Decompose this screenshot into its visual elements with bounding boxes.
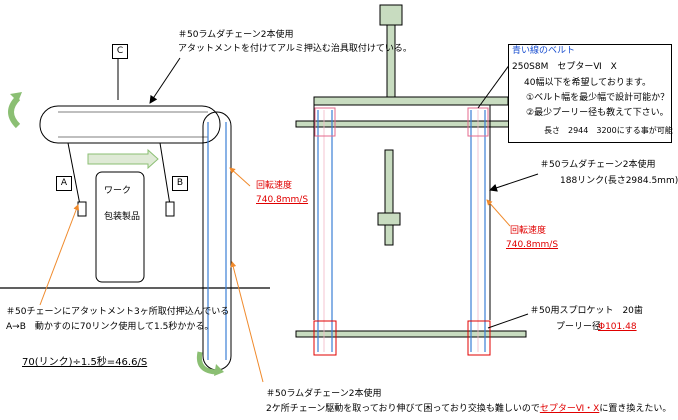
leader-belt-note (477, 63, 511, 109)
left-top-chain (39, 105, 221, 144)
left-note-1: ＃50チェーンにアタットメント3ヶ所取付押込んでいる (6, 307, 230, 317)
packaged-label: 包装製品 (104, 212, 141, 222)
top-chain-label: ＃50ラムダチェーン2本使用 (178, 30, 294, 40)
formula: 70(リンク)÷1.5秒=46.6/S (22, 357, 148, 368)
bottom-desc-red: セプターⅥ・Ⅹ (539, 404, 600, 414)
bottom-desc-prefix: 2ケ所チェーン駆動を取っており伸びて困っており交換も難しいので (266, 404, 540, 414)
belt-hope: 40幅以下を希望しております。 (524, 78, 652, 88)
work-label: ワーク (104, 186, 132, 196)
bottom-desc: 2ケ所チェーン駆動を取っており伸びて困っており交換も難しいのでセプターⅥ・Ⅹに置… (266, 404, 671, 415)
belt-title: 青い線のベルト (512, 46, 576, 56)
top-chain-desc: アタットメントを付けてアルミ押込む治具取付けている。 (178, 44, 412, 54)
right-chain-links: 188リンク(長さ2984.5mm) (560, 176, 678, 186)
belt-note (508, 44, 672, 143)
belt-spec: 250S8M セプターⅥ Ⅹ (512, 62, 617, 72)
leader-top-chain (149, 57, 181, 104)
rotation-arrow-icon (8, 92, 22, 129)
pulley-value: Φ101.48 (598, 322, 637, 332)
right-frame (295, 4, 527, 338)
belt-q1: ①ベルト幅を最少幅で設計可能か？ (526, 93, 670, 103)
rotation-arrow-bottom-icon (196, 351, 224, 376)
leader-attachment (39, 204, 80, 306)
belt-length: 長さ 2944 3200にする事が可能 (544, 126, 673, 135)
speed-left-title: 回転速度 (256, 181, 293, 191)
push-direction-arrow-icon (87, 148, 159, 170)
right-chain-label: ＃50ラムダチェーン2本使用 (540, 160, 656, 170)
leader-sprocket (487, 313, 529, 329)
leader-speed-left (229, 167, 251, 187)
box-a: A (56, 176, 72, 191)
belt-q2: ②最少プーリー径も教えて下さい。 (526, 108, 669, 118)
leader-right-chain (489, 173, 539, 192)
speed-left-value: 740.8mm/S (256, 195, 309, 205)
box-b: B (172, 176, 188, 191)
right-belts (317, 110, 486, 352)
speed-right-title: 回転速度 (510, 226, 547, 236)
bottom-chain-label: ＃50ラムダチェーン2本使用 (266, 389, 382, 399)
leader-bottom-chain (230, 261, 264, 383)
sprocket-label: ＃50用スプロケット 20歯 (530, 306, 643, 316)
workpiece (95, 171, 145, 283)
speed-right-value: 740.8mm/S (506, 240, 559, 250)
bottom-sprockets (313, 320, 491, 356)
attachment-pushers (67, 142, 175, 217)
left-note-2: A→B 動かすのに70リンク使用して1.5秒かかる。 (6, 322, 214, 332)
box-c: C (112, 44, 128, 59)
bottom-desc-suffix: に置き換えたい。 (599, 404, 672, 414)
leader-speed-right (486, 199, 511, 227)
pulley-label: プーリー径 (556, 322, 602, 332)
